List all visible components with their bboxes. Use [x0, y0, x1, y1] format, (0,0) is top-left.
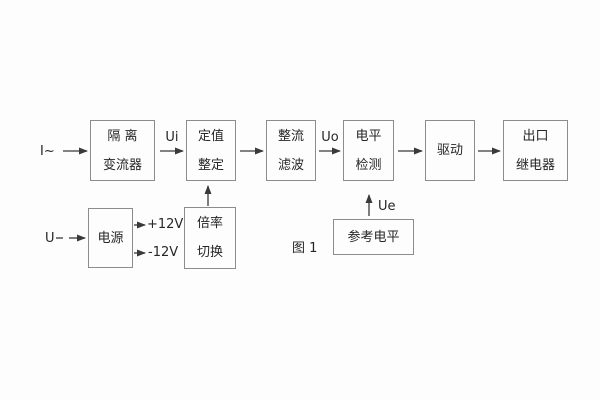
block-label-line: 检测: [355, 157, 382, 173]
block-label-line: 定值: [197, 128, 224, 144]
block-label-line: 整定: [197, 157, 224, 173]
block-label-line: 电源: [97, 230, 124, 246]
signal-label-uo: Uo: [321, 130, 339, 145]
block-level-detect: 电平 检测: [343, 120, 394, 181]
block-power-supply: 电源: [88, 208, 133, 268]
block-label-line: 电平: [355, 128, 382, 144]
block-output-relay: 出口 继电器: [503, 120, 568, 181]
signal-label-ui: Ui: [165, 130, 179, 145]
block-label-line: 出口: [522, 128, 549, 144]
block-ratio-switch: 倍率 切换: [184, 207, 236, 269]
block-label-line: 驱动: [436, 143, 463, 158]
block-label-line: 整流: [277, 128, 304, 144]
block-label-line: 隔 离: [107, 128, 138, 144]
block-reference-level: 参考电平: [333, 219, 414, 255]
block-drive: 驱动: [425, 120, 475, 181]
block-label-line: 倍率: [196, 216, 223, 231]
signal-label-ue: Ue: [378, 199, 396, 214]
block-rectifier-filter: 整流 滤波: [266, 120, 316, 181]
current-input-label: I~: [40, 144, 55, 159]
voltage-input-label: U: [45, 231, 55, 246]
block-label-line: 继电器: [515, 157, 555, 173]
figure-caption: 图 1: [292, 241, 318, 256]
power-output-minus12-label: -12V: [148, 245, 179, 260]
power-output-plus12-label: +12V: [147, 217, 184, 232]
block-label-line: 切换: [196, 245, 223, 260]
block-label-line: 滤波: [277, 157, 304, 173]
block-setting-adjust: 定值 整定: [186, 120, 236, 181]
block-label-line: 参考电平: [347, 229, 400, 245]
block-isolation-transformer: 隔 离 变流器: [90, 120, 155, 181]
block-label-line: 变流器: [102, 157, 142, 173]
